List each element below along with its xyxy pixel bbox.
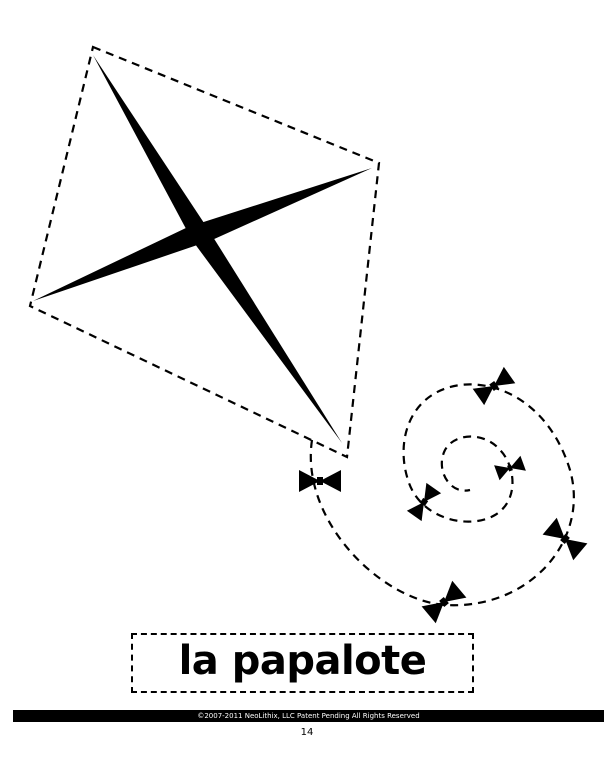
page-number: 14	[300, 727, 314, 738]
kite-outline	[28, 45, 381, 459]
tail-bow-icon	[421, 580, 467, 624]
kite-spar-horizontal	[33, 168, 372, 301]
vocabulary-word-box: la papalote	[131, 633, 474, 693]
tail-bow-icon	[472, 366, 516, 406]
tail-bow-icon	[494, 455, 526, 481]
copyright-notice: ©2007-2011 NeoLithix, LLC Patent Pending…	[197, 711, 420, 720]
tail-bow-icon	[542, 517, 588, 561]
kite-spar-vertical	[93, 55, 342, 443]
vocabulary-word: la papalote	[178, 638, 427, 684]
tail-bow-icon	[406, 482, 442, 522]
footer-bar: ©2007-2011 NeoLithix, LLC Patent Pending…	[13, 710, 604, 722]
tail-bow-icon	[299, 470, 341, 492]
